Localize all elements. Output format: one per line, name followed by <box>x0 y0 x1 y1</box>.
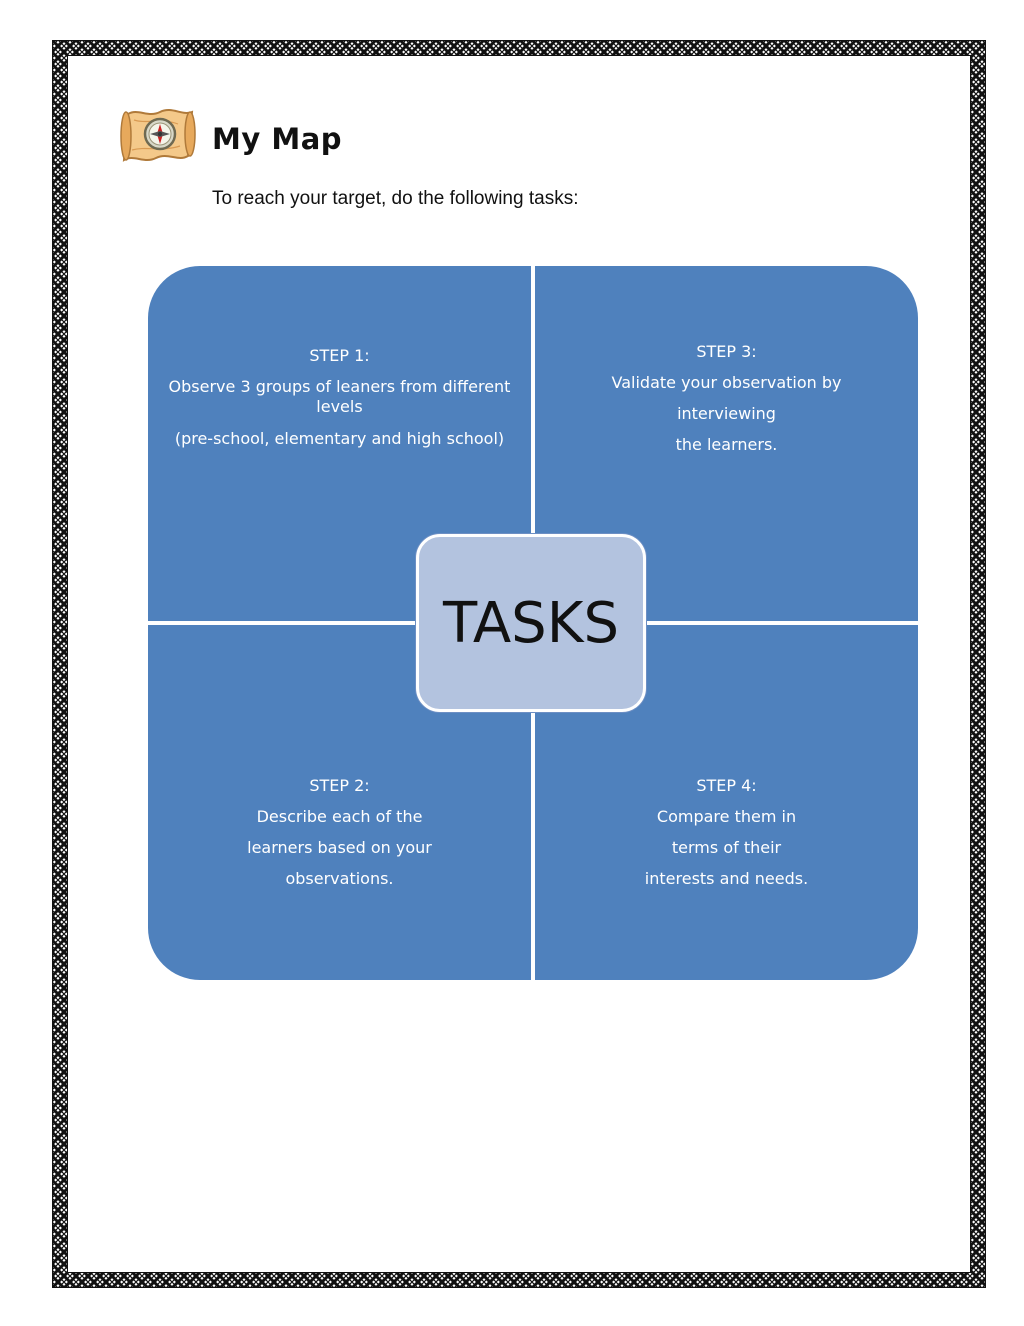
step-4-line-3: interests and needs. <box>644 869 809 888</box>
step-1-line-1: Observe 3 groups of leaners from differe… <box>168 377 511 416</box>
step-2-heading: STEP 2: <box>309 776 370 795</box>
step-3-line-3: the learners. <box>675 435 778 454</box>
step-4-line-2: terms of their <box>671 838 782 857</box>
step-3-panel: STEP 3: Validate your observation by int… <box>535 266 918 621</box>
page-border <box>52 40 986 1288</box>
task-matrix: STEP 1: Observe 3 groups of leaners from… <box>148 266 918 980</box>
treasure-map-compass-icon <box>118 106 198 170</box>
step-3-line-1: Validate your observation by <box>611 373 842 392</box>
step-2-line-1: Describe each of the <box>256 807 423 826</box>
step-4-heading: STEP 4: <box>696 776 757 795</box>
step-1-heading: STEP 1: <box>309 346 370 365</box>
step-3-heading: STEP 3: <box>696 342 757 361</box>
step-4-line-1: Compare them in <box>656 807 797 826</box>
step-3-line-2: interviewing <box>677 404 776 423</box>
page-subtitle: To reach your target, do the following t… <box>212 188 579 209</box>
step-2-line-3: observations. <box>285 869 394 888</box>
tasks-center-label: TASKS <box>416 534 646 712</box>
step-2-line-2: learners based on your <box>247 838 432 857</box>
page-title: My Map <box>212 122 343 156</box>
step-1-line-2: (pre-school, elementary and high school) <box>174 429 505 448</box>
